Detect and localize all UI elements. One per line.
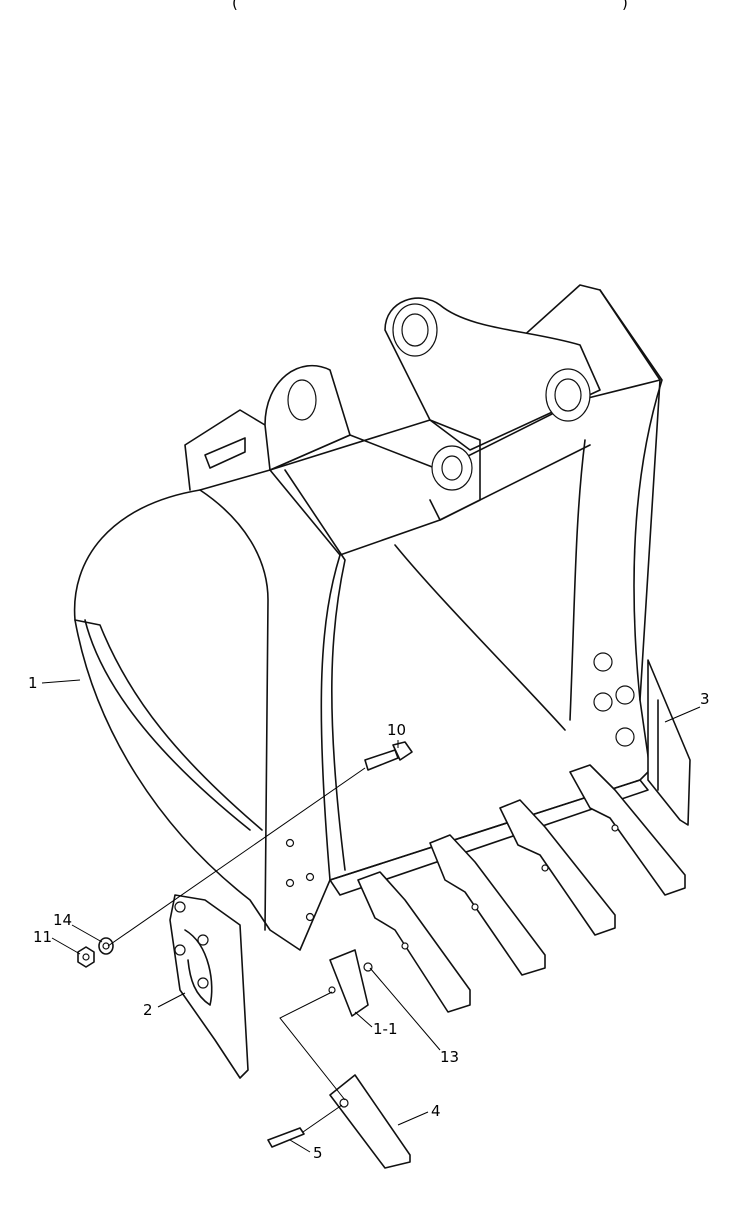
callout-11: 11 [33,928,52,946]
left-plate-holes [285,838,315,922]
bucket-tooth [499,799,616,936]
hex-bolt-head [593,692,613,712]
top-linkage-lug [384,297,601,451]
side-cutter-bolts [593,652,635,747]
cutter-bolt-hole [174,901,186,913]
bucket-floor-line [394,544,566,731]
leader-pin5-axis [302,1104,343,1133]
bucket-teeth [357,764,686,1013]
lock-washer-13 [363,962,373,972]
tooth-pin-hole [401,942,409,950]
mounting-hole [305,872,315,882]
hex-nut-11-bore [82,953,90,961]
leader-3 [664,706,701,723]
right-side-cutter [647,659,691,826]
leader-11 [51,937,81,955]
cutter-bolt-hole [197,934,209,946]
corner-tooth-adapter [329,949,369,1017]
callout-10: 10 [387,721,406,739]
top-lug-pin-hole-left-inner [401,313,429,347]
adapter-pin-hole [328,986,336,994]
washer-14-bore [102,942,110,950]
mounting-hole [305,912,315,922]
cutter-bolt-hole [197,977,209,989]
callout-14: 14 [53,911,72,929]
bucket-tooth [569,764,686,896]
header-fragment-right: ) [622,0,628,12]
top-lug-pin-hole-right-inner [554,378,582,412]
hex-bolt-head [615,727,635,747]
rear-lug-pin-hole [287,379,317,421]
left-rib [269,469,341,881]
tooth-pin-hole [471,903,479,911]
left-side-cutter [169,894,249,1079]
callout-3: 3 [700,690,710,708]
callout-4: 4 [431,1102,441,1120]
callout-5: 5 [313,1144,323,1162]
leader-1 [41,679,81,684]
bucket-tooth-4 [329,1074,411,1169]
mounting-hole [285,878,295,888]
side-wall-front-edge [199,489,269,931]
hex-bolt-head [593,652,613,672]
leader-bolt-axis [107,767,366,947]
mounting-hole [285,838,295,848]
leader-4 [397,1111,429,1126]
back-wall-top [184,409,266,491]
center-boss-inner [441,455,463,481]
left-side-cutter-plate [169,894,249,1079]
leader-14 [71,924,103,943]
tooth-pin-hole [541,864,549,872]
leader-lines [41,679,701,1153]
header-fragment-left: ( [232,0,238,12]
center-linkage-plate [429,419,481,521]
right-rib [569,439,586,721]
callout-13: 13 [440,1048,459,1066]
bucket-tooth [357,871,471,1013]
callout-labels: 1 2 3 4 5 10 11 13 14 1-1 [28,674,710,1162]
bucket-tooth [429,834,546,976]
leader-1-1 [354,1011,373,1028]
tooth-pin-hole [611,824,619,832]
cutting-edge [329,779,649,896]
callout-1-1: 1-1 [373,1020,398,1038]
callout-1: 1 [28,674,38,692]
callout-2: 2 [143,1001,153,1019]
left-side-cutter-contour [184,929,213,1006]
leader-2 [157,992,186,1008]
right-side-plate [599,289,663,701]
bucket-side-plate-edge [74,619,263,831]
bucket-inner-curve [84,619,251,831]
tooth-pin-5 [267,1127,305,1148]
hex-bolt-head [615,685,635,705]
leader-13 [369,967,441,1051]
cutter-bolt-hole [174,944,186,956]
back-wall-pin-slot [204,437,246,469]
bucket-assembly [73,284,691,1017]
bolt-shank [364,749,399,771]
leader-5 [289,1139,311,1153]
left-rib-inner [284,469,346,871]
leader-pin-axis [279,991,346,1101]
